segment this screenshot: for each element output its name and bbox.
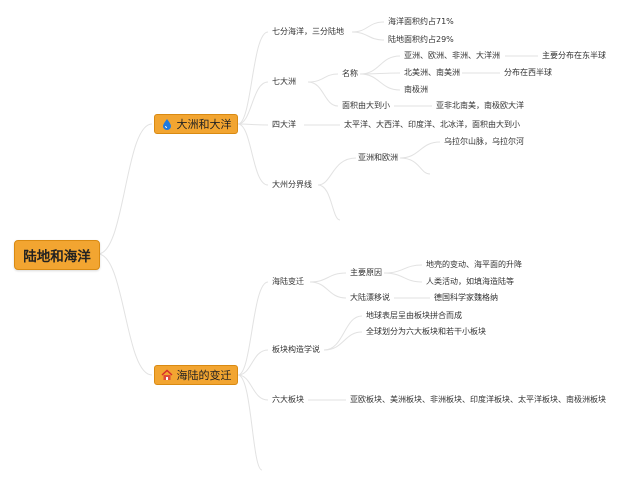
branch-label: 大洲和大洋 (176, 118, 232, 131)
topic-land-sea-change[interactable]: 海陆变迁 (272, 277, 304, 286)
droplet-icon (161, 118, 173, 130)
six-plates-list[interactable]: 亚欧板块、美洲板块、非洲板块、印度洋板块、太平洋板块、南极洲板块 (350, 395, 606, 404)
western-continents[interactable]: 北美洲、南美洲 (404, 68, 460, 77)
cause-crust-sea-level[interactable]: 地壳的变动、海平面的升降 (426, 260, 522, 269)
branch-continents-oceans[interactable]: 大洲和大洋 (154, 114, 238, 134)
area-order-label[interactable]: 面积由大到小 (342, 101, 390, 110)
eastern-hemisphere-note[interactable]: 主要分布在东半球 (542, 51, 606, 60)
plates-compose-item[interactable]: 地球表层呈由板块拼合而成 (366, 311, 462, 320)
cause-human-activity[interactable]: 人类活动，如填海造陆等 (426, 277, 514, 286)
land-area-item[interactable]: 陆地面积约占29% (388, 35, 454, 44)
topic-continent-boundaries[interactable]: 大州分界线 (272, 180, 312, 189)
topic-four-oceans[interactable]: 四大洋 (272, 120, 296, 129)
oceans-list[interactable]: 太平洋、大西洋、印度洋、北冰洋，面积由大到小 (344, 120, 520, 129)
antarctica-item[interactable]: 南极洲 (404, 85, 428, 94)
main-causes-label[interactable]: 主要原因 (350, 268, 382, 277)
ural-item[interactable]: 乌拉尔山脉，乌拉尔河 (444, 137, 524, 146)
ocean-area-item[interactable]: 海洋面积约占71% (388, 17, 454, 26)
western-hemisphere-note[interactable]: 分布在西半球 (504, 68, 552, 77)
topic-seven-continents[interactable]: 七大洲 (272, 77, 296, 86)
root-topic[interactable]: 陆地和海洋 (14, 240, 100, 270)
six-plates-division-item[interactable]: 全球划分为六大板块和若干小板块 (366, 327, 486, 336)
house-icon (161, 369, 173, 381)
branch-label: 海陆的变迁 (176, 369, 232, 382)
eastern-continents[interactable]: 亚洲、欧洲、非洲、大洋洲 (404, 51, 500, 60)
branch-land-sea-change[interactable]: 海陆的变迁 (154, 365, 238, 385)
wegener-item[interactable]: 德国科学家魏格纳 (434, 293, 498, 302)
topic-sea-land-ratio[interactable]: 七分海洋，三分陆地 (272, 27, 344, 36)
continental-drift-label[interactable]: 大陆漂移说 (350, 293, 390, 302)
area-order-value[interactable]: 亚非北南美，南极欧大洋 (436, 101, 524, 110)
names-label[interactable]: 名称 (342, 69, 358, 78)
topic-six-plates[interactable]: 六大板块 (272, 395, 304, 404)
topic-plate-tectonics[interactable]: 板块构造学说 (272, 345, 320, 354)
asia-europe-label[interactable]: 亚洲和欧洲 (358, 153, 398, 162)
